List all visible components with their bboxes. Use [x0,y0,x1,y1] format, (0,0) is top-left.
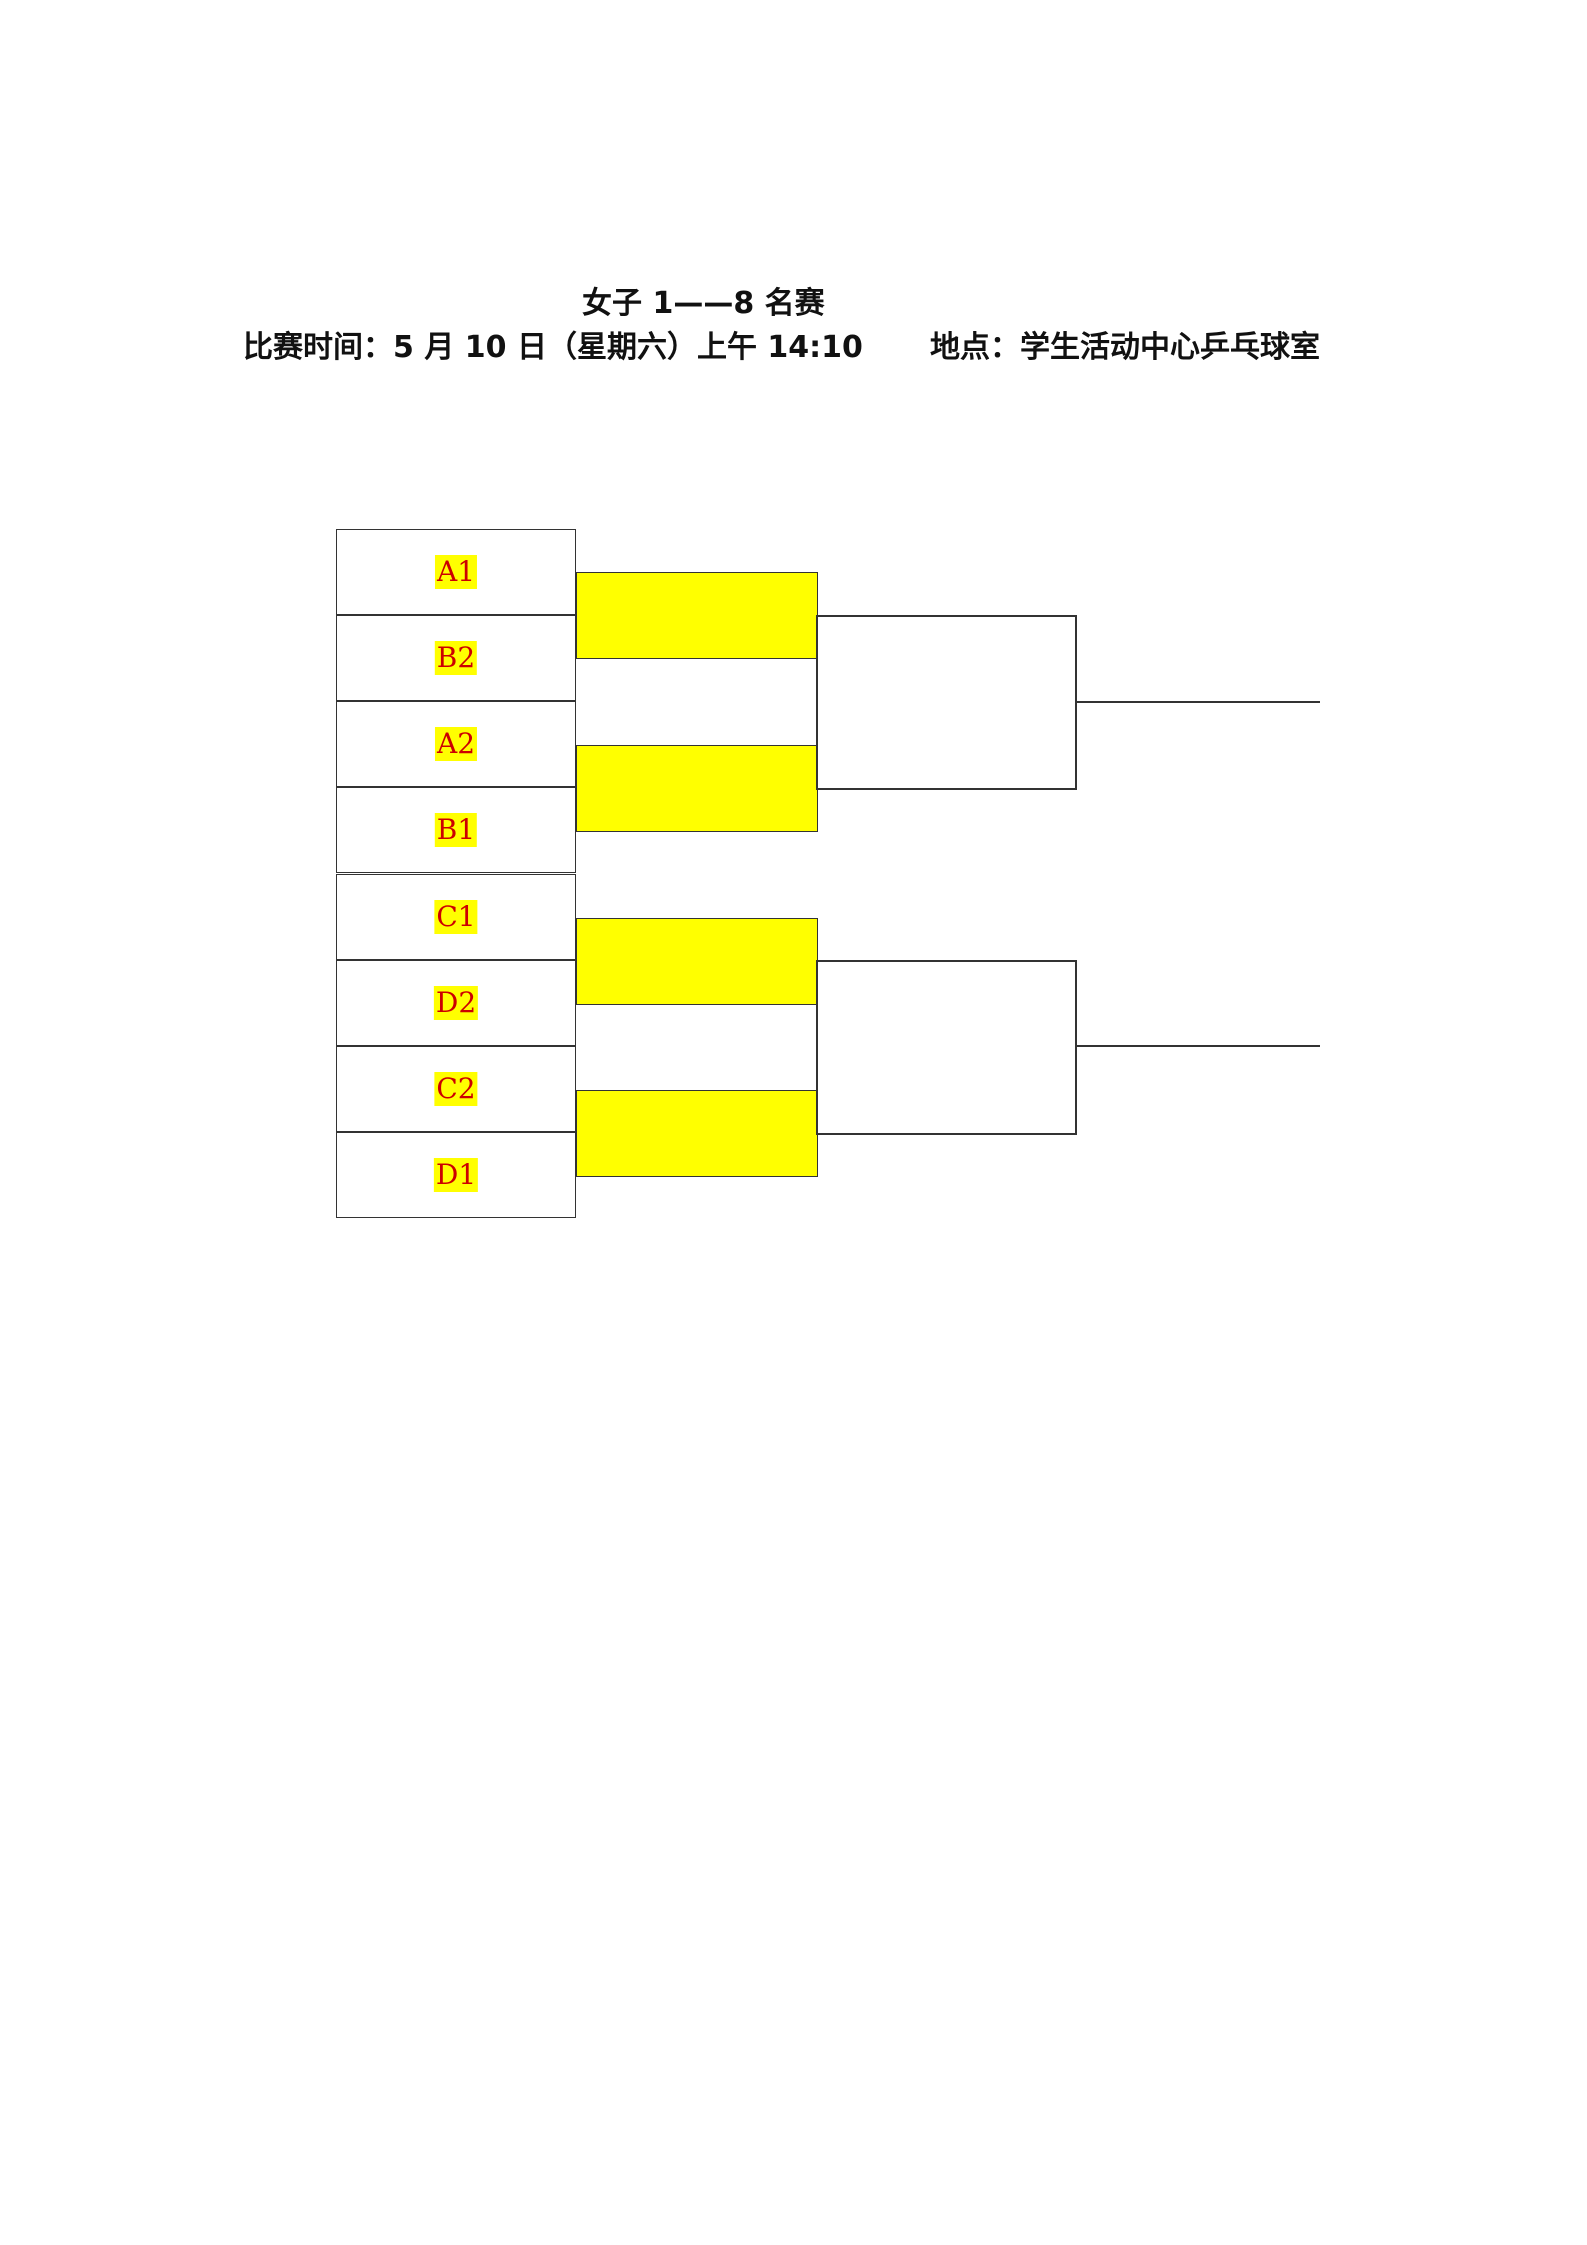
seed-cell-5: C1 [336,874,576,960]
match-box-4 [576,1090,818,1177]
seed-label: C1 [434,900,478,934]
seed-cell-6: D2 [336,960,576,1046]
bracket-line [1075,615,1077,790]
match-place: 地点：学生活动中心乒乓球室 [930,330,1320,365]
seed-cell-8: D1 [336,1132,576,1218]
seed-label: A1 [434,555,478,589]
bracket-line [816,788,1076,790]
seed-label: D1 [433,1158,479,1192]
bracket-line [1075,701,1320,703]
match-time: 比赛时间：5 月 10 日（星期六）上午 14:10 [243,330,863,365]
seed-label: A2 [434,727,478,761]
bracket-line [1075,960,1077,1135]
bracket-line [816,615,1076,617]
bracket-line [816,960,1076,962]
seed-label: B2 [434,641,478,675]
seed-cell-2: B2 [336,615,576,701]
seed-label: C2 [434,1072,478,1106]
match-box-1 [576,572,818,659]
seed-label: D2 [433,986,479,1020]
title-text: 女子 1——8 名赛 [582,286,825,321]
bracket-line [1075,1045,1320,1047]
match-box-2 [576,745,818,832]
connector-line [816,615,818,790]
seed-cell-4: B1 [336,787,576,873]
bracket-line [816,1133,1076,1135]
seed-cell-1: A1 [336,529,576,615]
seed-label: B1 [434,813,478,847]
match-box-3 [576,918,818,1005]
seed-cell-7: C2 [336,1046,576,1132]
connector-line [816,960,818,1135]
seed-cell-3: A2 [336,701,576,787]
